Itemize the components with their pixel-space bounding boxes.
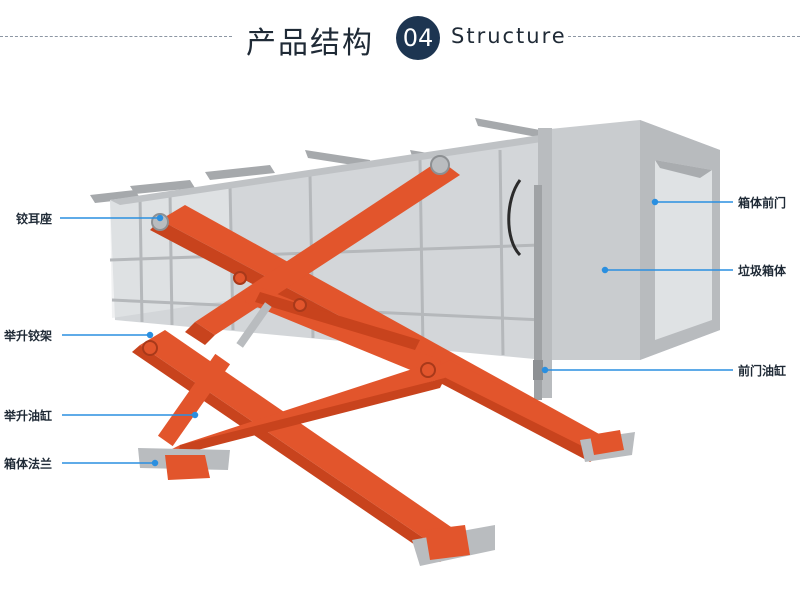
section-number-badge: 04 — [396, 16, 440, 60]
scissor-lift-frame — [132, 155, 610, 562]
label-box-front-door: 箱体前门 — [738, 196, 787, 210]
base-flanges — [138, 430, 635, 566]
callout-lines — [60, 198, 733, 467]
label-lift-frame: 举升铰架 — [4, 329, 53, 343]
label-garbage-box: 垃圾箱体 — [738, 264, 787, 278]
garbage-box-body — [90, 118, 720, 400]
header-divider-left — [0, 36, 232, 37]
section-subtitle: Structure — [451, 24, 567, 48]
section-header: 产品结构 04 Structure — [0, 0, 800, 80]
header-divider-right — [568, 36, 800, 37]
label-hinge-seat: 铰耳座 — [16, 212, 53, 226]
section-title: 产品结构 — [246, 26, 374, 61]
label-lift-cylinder: 举升油缸 — [4, 409, 53, 423]
label-box-flange: 箱体法兰 — [4, 457, 53, 471]
label-front-door-cylinder: 前门油缸 — [738, 364, 787, 378]
